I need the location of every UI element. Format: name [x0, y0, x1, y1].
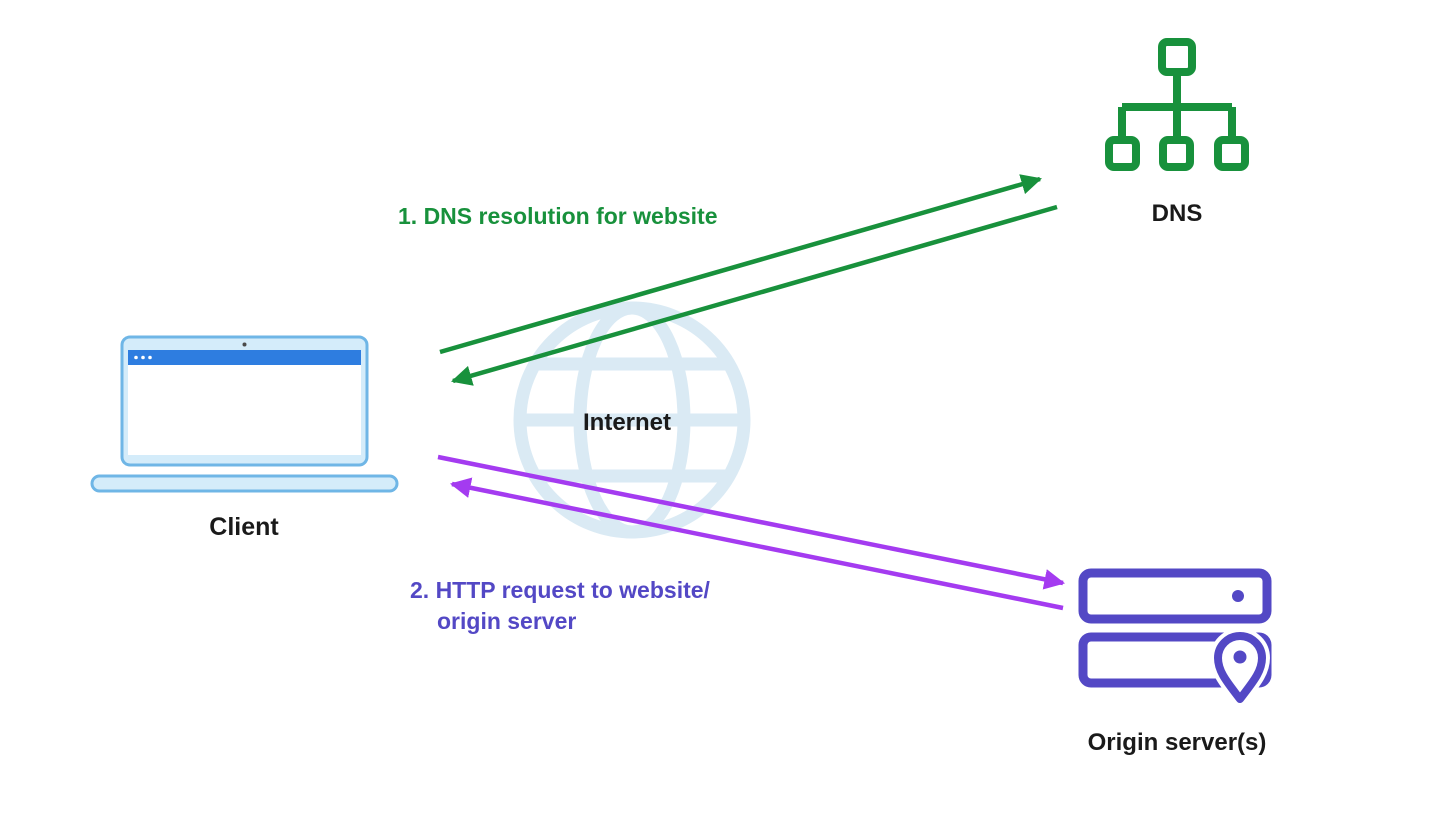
internet-node-label: Internet: [582, 409, 672, 436]
laptop-base: [90, 474, 399, 493]
dns-node-label: DNS: [1151, 200, 1203, 227]
dns-response-arrow: [451, 204, 1058, 386]
internet-globe-icon: [513, 301, 751, 539]
dns-tree-icon: [1105, 38, 1249, 171]
step2-line1: 2. HTTP request to website/: [410, 577, 710, 603]
http-request-arrow: [437, 454, 1066, 590]
http-request-arrows: [437, 454, 1066, 611]
origin-node-label: Origin server(s): [1087, 729, 1267, 756]
laptop-titlebar: [128, 350, 361, 365]
dns-resolution-arrows: [439, 174, 1058, 386]
origin-server-icon: [1078, 568, 1272, 713]
server-indicator-dot: [1232, 590, 1244, 602]
client-laptop-icon: [90, 335, 399, 493]
dns-request-arrow: [439, 174, 1042, 355]
laptop-camera-dot: [242, 342, 247, 347]
http-response-arrow: [449, 477, 1064, 611]
step2-http-request-label: 2. HTTP request to website/ origin serve…: [410, 575, 710, 637]
step1-dns-resolution-label: 1. DNS resolution for website: [398, 203, 718, 229]
client-node-label: Client: [209, 513, 279, 541]
location-pin-dot: [1233, 650, 1247, 664]
location-pin-icon: [1214, 632, 1266, 703]
laptop-window-dots: [134, 355, 152, 360]
step2-line2: origin server: [437, 608, 577, 634]
